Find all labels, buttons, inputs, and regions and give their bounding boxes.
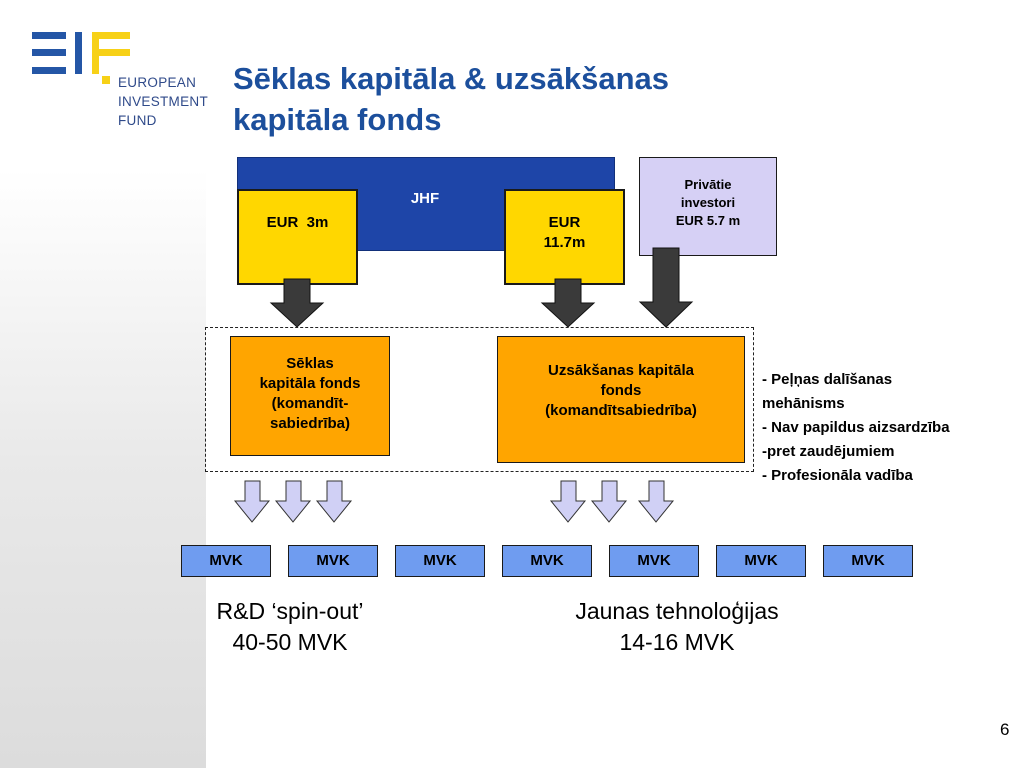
slide-title-line: Sēklas kapitāla & uzsākšanas [233,61,669,96]
fund-features-list: - Peļņas dalīšanas mehānisms - Nav papil… [762,368,1024,488]
logo-text: EUROPEAN INVESTMENT FUND [118,73,208,130]
fund-feature-line: - Profesionāla vadība [762,467,913,484]
small-down-arrow-icon [590,480,628,523]
private-investors-box: Privātie investori EUR 5.7 m [639,157,777,256]
page-number: 6 [1000,720,1010,739]
private-investors-line: Privātie [684,177,732,192]
seed-fund-line: Sēklas [286,355,334,372]
logo-text-line: FUND [118,113,157,128]
eur-3m-label: EUR 3m [266,214,329,231]
slide-title-line: kapitāla fonds [233,102,442,137]
mvk-box: MVK [288,545,378,577]
caption-line: Jaunas tehnoloģijas [575,598,779,624]
down-arrow-icon [638,247,694,328]
fund-feature-line: - Nav papildus aizsardzība [762,419,950,436]
caption-line: 40-50 MVK [232,629,348,655]
mvk-box: MVK [823,545,913,577]
seed-fund-line: kapitāla fonds [259,375,361,392]
mvk-box: MVK [502,545,592,577]
eur-11-7m-label-line: EUR [548,214,581,231]
down-arrow-icon [540,278,596,328]
mvk-box: MVK [395,545,485,577]
slide-title: Sēklas kapitāla & uzsākšanas kapitāla fo… [233,58,833,140]
startup-fund-line: (komandītsabiedrība) [545,402,697,419]
small-down-arrow-icon [315,480,353,523]
jhf-label: JHF [410,190,440,207]
funds-dashed-frame [205,327,754,472]
down-arrow-icon [269,278,325,328]
small-down-arrow-icon [549,480,587,523]
startup-fund-line: Uzsākšanas kapitāla [548,362,694,379]
seed-fund-line: sabiedrība) [269,415,351,432]
fund-feature-line: -pret zaudējumiem [762,443,895,460]
private-investors-line: investori [680,195,736,210]
caption-line: R&D ‘spin-out’ [216,598,364,624]
eur-11-7m-label-line: 11.7m [543,234,586,251]
small-down-arrow-icon [637,480,675,523]
caption-line: 14-16 MVK [619,629,735,655]
caption-rd-spinout: R&D ‘spin-out’ 40-50 MVK [170,596,410,658]
private-investors-line: EUR 5.7 m [675,213,741,228]
seed-capital-fund-box: Sēklas kapitāla fonds (komandīt- sabiedr… [230,336,390,456]
eif-logo [32,32,130,84]
fund-feature-line: mehānisms [762,395,845,412]
seed-fund-line: (komandīt- [271,395,349,412]
left-gradient-panel [0,0,206,768]
logo-text-line: INVESTMENT [118,94,209,109]
mvk-box: MVK [609,545,699,577]
mvk-box: MVK [181,545,271,577]
startup-capital-fund-box: Uzsākšanas kapitāla fonds (komandītsabie… [497,336,745,463]
mvk-box: MVK [716,545,806,577]
caption-new-technologies: Jaunas tehnoloģijas 14-16 MVK [530,596,824,658]
eur-3m-box: EUR 3m [237,189,358,285]
logo-text-line: EUROPEAN [118,75,197,90]
small-down-arrow-icon [274,480,312,523]
startup-fund-line: fonds [600,382,642,399]
eur-11-7m-box: EUR 11.7m [504,189,625,285]
fund-feature-line: - Peļņas dalīšanas [762,371,893,388]
small-down-arrow-icon [233,480,271,523]
